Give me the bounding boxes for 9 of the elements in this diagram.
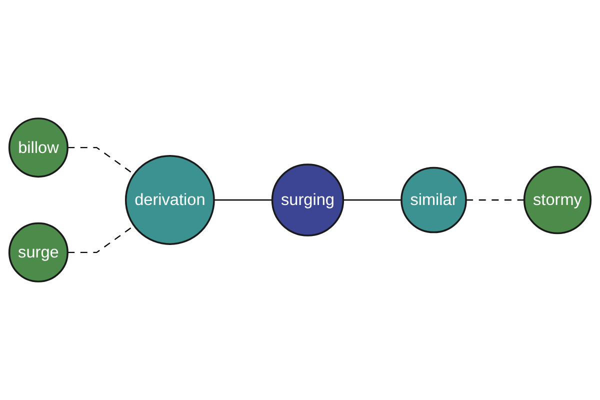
connector xyxy=(466,199,524,201)
node-circle: derivation xyxy=(124,155,215,245)
connector xyxy=(214,199,272,201)
node-circle: surge xyxy=(8,222,68,282)
connector xyxy=(343,199,402,201)
node-circle: stormy xyxy=(523,166,592,234)
node-circle: similar xyxy=(400,166,467,234)
node-circle: billow xyxy=(8,118,68,178)
node-circle: surging xyxy=(271,164,344,236)
